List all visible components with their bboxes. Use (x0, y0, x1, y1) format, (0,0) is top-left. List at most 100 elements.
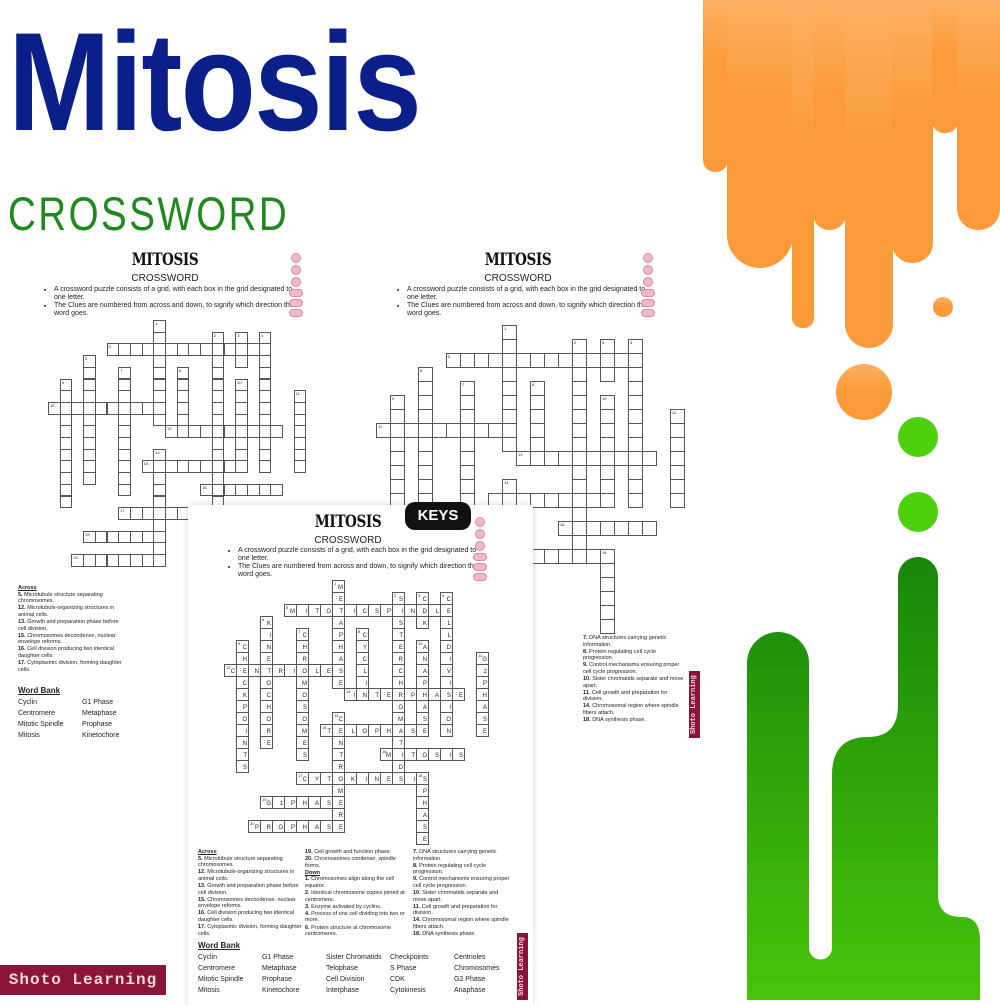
clue-number: 4. (305, 910, 310, 917)
clue-number: 11. (413, 903, 421, 910)
grid-cell (418, 423, 433, 438)
answer-letter: M (290, 609, 295, 615)
grid-cell (572, 451, 587, 466)
grid-cell (530, 353, 545, 368)
grid-cell: S (368, 604, 381, 617)
grid-cell (572, 437, 587, 452)
clue-number: 12. (198, 869, 206, 876)
grid-cell (614, 451, 629, 466)
clue-number: 3 (237, 332, 240, 338)
clue-number: 1 (504, 326, 507, 331)
clue-item: 7. DNA structures carrying genetic infor… (413, 849, 513, 862)
word-bank-item: G1 Phase (82, 699, 114, 706)
grid-cell (270, 483, 283, 497)
answer-letter: H (422, 693, 427, 699)
word-bank-item: Sister Chromatids (326, 954, 382, 961)
grid-cell: 13 (165, 425, 178, 438)
grid-cell (106, 401, 120, 415)
clue-number: 12 (378, 424, 383, 429)
answer-letter: E (446, 609, 451, 615)
grid-cell (153, 554, 166, 567)
clue-text: Chromosomes align along the cell equator… (305, 876, 394, 889)
grid-cell (628, 381, 643, 396)
answer-letter: H (302, 825, 307, 831)
answer-letter: I (401, 753, 403, 759)
grid-cell (502, 395, 517, 410)
answer-letter: E (338, 825, 343, 831)
worksheet-title: MITOSIS (484, 250, 552, 270)
grid-cell (670, 451, 685, 466)
clue-number: 11 (672, 410, 677, 415)
answer-letter: O (446, 717, 451, 723)
grid-cell (59, 495, 73, 509)
answer-letter: N (374, 777, 379, 783)
instruction: The Clues are numbered from across and d… (238, 563, 483, 579)
clues-column: 7. DNA structures carrying genetic infor… (413, 849, 513, 938)
grid-cell (530, 409, 545, 424)
answer-letter: Y (362, 645, 367, 651)
grid-cell: N (440, 724, 453, 737)
grid-cell (502, 437, 517, 452)
grid-cell (628, 479, 643, 494)
grid-cell (460, 395, 475, 410)
answer-letter: P (386, 609, 391, 615)
clue-number: 10 (237, 379, 242, 385)
answer-letter: E (266, 741, 271, 747)
answer-letter: A (338, 621, 343, 627)
clue-number: 15. (18, 632, 26, 639)
answer-letter: N (266, 645, 271, 651)
cell-stage-icons (641, 251, 655, 319)
clue-item: 18. DNA synthesis phase. (583, 717, 685, 724)
answer-letter: S (410, 729, 415, 735)
answer-letter: E (422, 837, 427, 843)
clue-text: Cell growth and preparation for division… (413, 903, 498, 917)
answer-letter: H (482, 693, 487, 699)
answer-letter: C (266, 693, 271, 699)
clue-number: 4 (630, 340, 633, 345)
clue-text: Microtubule structure separating chromos… (198, 855, 283, 869)
clue-item: 3. Enzyme activated by cyclins. (305, 904, 410, 911)
grid-cell: N (248, 664, 261, 677)
word-bank-item: Centrioles (454, 954, 486, 961)
clue-text: Cytoplasmic division, forming daughter c… (18, 660, 122, 673)
grid-cell: E (416, 724, 429, 737)
grid-cell (600, 353, 615, 368)
answer-letter: H (302, 645, 307, 651)
grid-cell (628, 423, 643, 438)
grid-cell (572, 381, 587, 396)
word-bank-item: Kinetochore (262, 987, 300, 994)
clue-number: 3. (305, 903, 310, 910)
down-heading: Down (305, 869, 320, 876)
answer-letter: S (374, 609, 379, 615)
grid-cell (258, 460, 272, 474)
grid-cell (600, 577, 615, 592)
grid-cell (586, 493, 601, 508)
grid-cell: A (332, 652, 345, 665)
clue-item: 19. Cell growth and function phase. (305, 849, 410, 856)
grid-cell (572, 507, 587, 522)
clue-text: Cell growth and function phase. (314, 849, 392, 855)
clue-text: Chromosomal region where spindle fibers … (413, 917, 509, 931)
answer-letter: K (242, 693, 247, 699)
clue-number: 14 (504, 480, 509, 485)
answer-letter: E (386, 693, 391, 699)
grid-cell (474, 353, 489, 368)
word-bank-item: Mitotic Spindle (18, 721, 64, 728)
clue-item: 16. Cell division producing two identica… (198, 910, 303, 923)
answer-letter: S (422, 825, 427, 831)
answer-letter: N (254, 669, 259, 675)
clue-number: 9. (583, 662, 588, 669)
clue-number: 1 (155, 321, 158, 326)
clue-text: Protein regulating cell cycle progressio… (413, 862, 487, 876)
clue-text: Cell growth and preparation for division… (583, 689, 668, 703)
grid-cell (544, 549, 559, 564)
grid-cell (544, 353, 559, 368)
clue-text: Enzyme activated by cyclins. (311, 903, 382, 910)
answer-letter: S (326, 825, 331, 831)
answer-letter: O (422, 753, 427, 759)
grid-cell: S (320, 820, 333, 833)
grid-cell (418, 465, 433, 480)
answer-letter: A (422, 813, 427, 819)
